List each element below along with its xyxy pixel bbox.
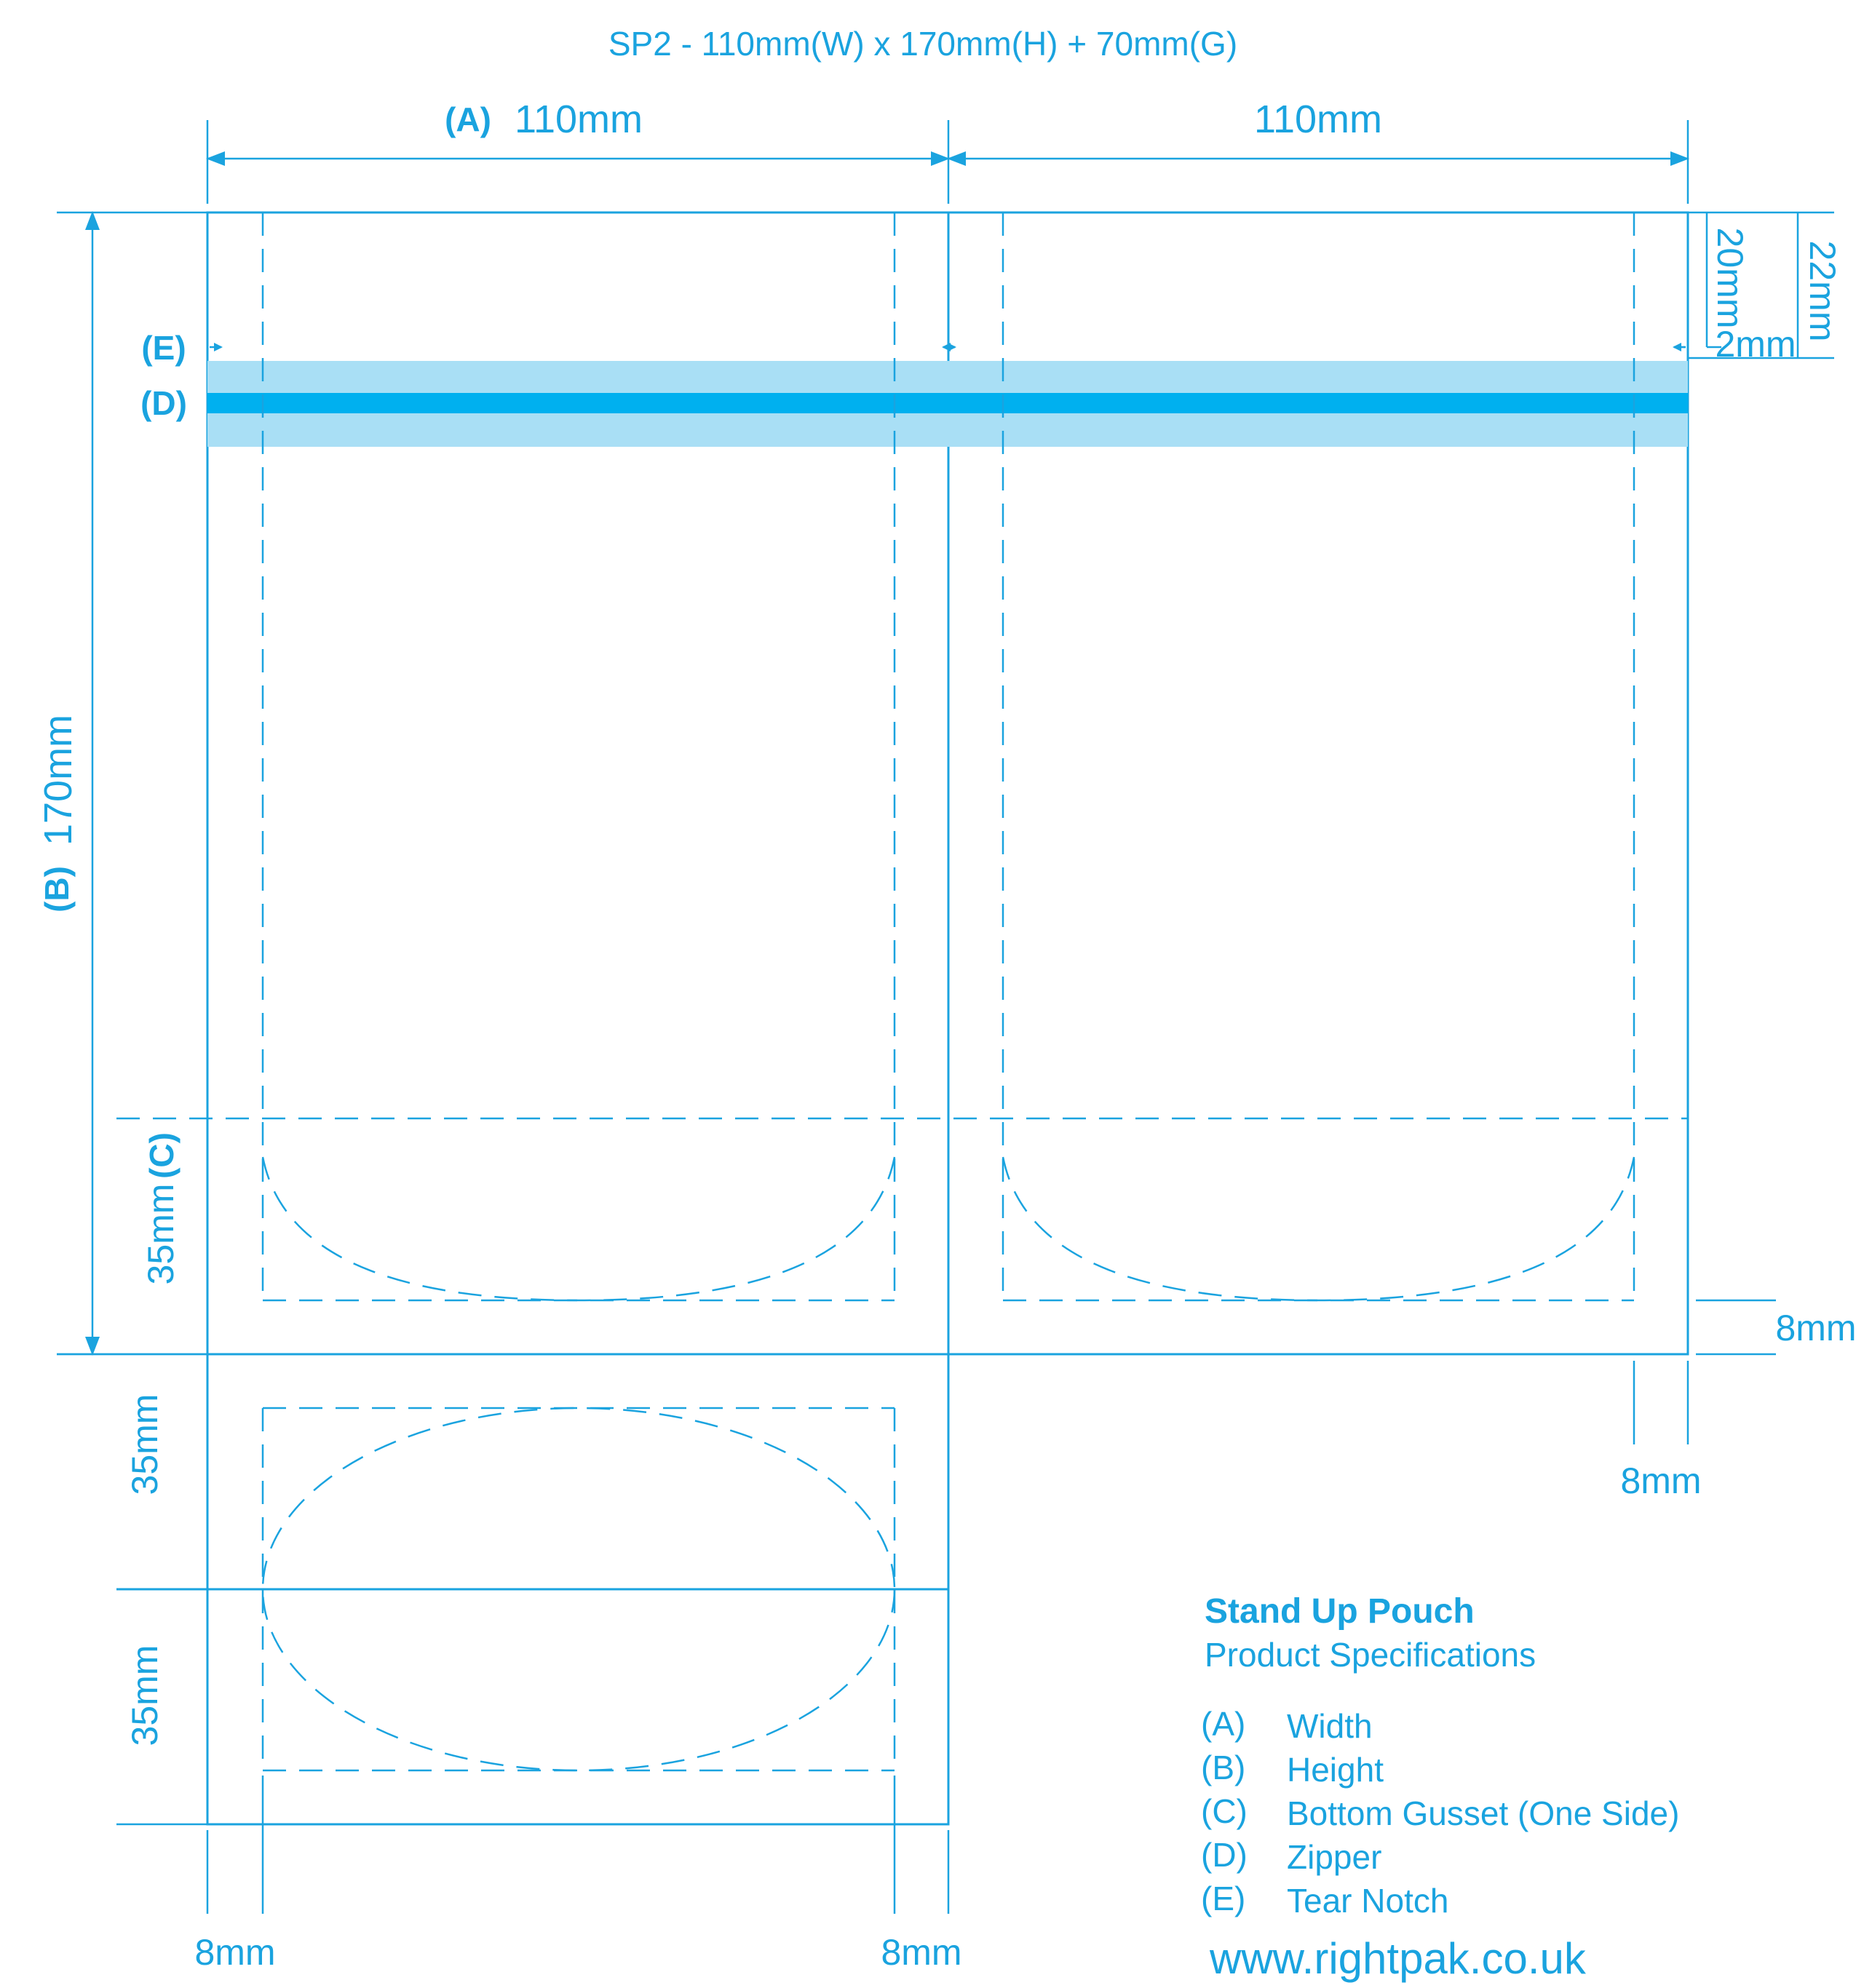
gusset-value: 35mm: [140, 1184, 181, 1285]
bottom-fold-value-2: 35mm: [124, 1645, 165, 1746]
bottom-left-seal-value: 8mm: [194, 1932, 275, 1973]
website-link[interactable]: www.rightpak.co.uk: [1209, 1934, 1587, 1983]
legend-subtitle: Product Specifications: [1205, 1636, 1536, 1674]
side-seal-lines: [261, 212, 1635, 1772]
width-dimension: (A) 110mm 110mm: [206, 98, 1689, 204]
legend-label-a: Width: [1287, 1707, 1373, 1745]
height-value: 170mm: [36, 715, 80, 846]
legend-label-d: Zipper: [1287, 1838, 1381, 1876]
bottom-mid-seal-value: 8mm: [881, 1932, 961, 1973]
gusset-label: (C): [143, 1132, 181, 1179]
zipper-label: (D): [140, 384, 187, 422]
width-value-b: 110mm: [1254, 98, 1382, 141]
pouch-outline: [116, 211, 1689, 1826]
legend-key-b: (B): [1201, 1749, 1245, 1786]
top-seal-22: 22mm: [1802, 241, 1843, 342]
legend-title: Stand Up Pouch: [1205, 1592, 1475, 1631]
top-seal-2: 2mm: [1715, 324, 1796, 365]
bottom-fold-value-1: 35mm: [124, 1394, 165, 1495]
tear-notch: (E): [141, 329, 1686, 367]
width-label-a: (A): [445, 100, 491, 138]
right-seal-dimension: 8mm 8mm: [1620, 1299, 1857, 1501]
top-seal-dimension: 20mm 22mm 2mm: [1688, 211, 1843, 365]
legend: Stand Up Pouch Product Specifications (A…: [1201, 1592, 1679, 1920]
height-dimension: (B) 170mm: [36, 211, 207, 1356]
legend-key-e: (E): [1201, 1880, 1245, 1917]
legend-label-c: Bottom Gusset (One Side): [1287, 1794, 1679, 1832]
legend-key-d: (D): [1201, 1836, 1248, 1874]
page-title: SP2 - 110mm(W) x 170mm(H) + 70mm(G): [608, 25, 1237, 63]
width-value-a: 110mm: [515, 98, 643, 141]
legend-label-e: Tear Notch: [1287, 1882, 1448, 1920]
tear-notch-label: (E): [141, 329, 186, 367]
zipper-band: (D): [140, 361, 1688, 447]
bottom-fold-dimension: 35mm 35mm: [57, 1353, 207, 1746]
bottom-seal-dimension: 8mm 8mm: [194, 1776, 962, 1973]
right-seal-value: 8mm: [1775, 1308, 1856, 1348]
legend-key-c: (C): [1201, 1792, 1248, 1830]
gusset-fold: (C) 35mm: [116, 1117, 1688, 1772]
bottom-right-seal-value: 8mm: [1620, 1460, 1701, 1501]
height-label: (B): [38, 866, 76, 913]
legend-label-b: Height: [1287, 1751, 1384, 1789]
top-seal-20: 20mm: [1710, 228, 1750, 329]
legend-key-a: (A): [1201, 1705, 1245, 1743]
